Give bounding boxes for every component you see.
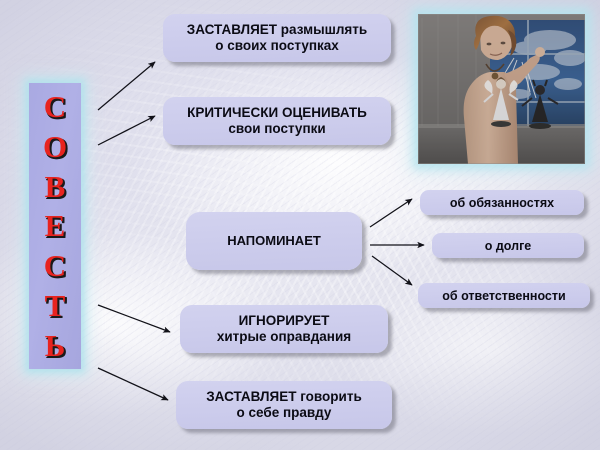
title-letter-1: С	[43, 89, 67, 125]
box-critically-evaluate-line2: свои поступки	[228, 121, 326, 136]
box-ignores-line2: хитрые оправдания	[216, 329, 352, 344]
arrow-title-to-ignores	[97, 304, 171, 333]
photo-young-man-with-puppets	[418, 14, 585, 164]
arrow-title-to-evaluate	[97, 115, 156, 146]
box-about-duties[interactable]: об обязанностях	[420, 190, 584, 215]
title-letter-5: С	[43, 248, 67, 284]
arrow-title-to-truth	[97, 367, 169, 401]
title-letter-2: О	[42, 129, 68, 165]
box-about-duties-label: об обязанностях	[449, 195, 555, 210]
photo-illustration	[418, 14, 585, 164]
box-about-responsibility[interactable]: об ответственности	[418, 283, 590, 308]
arrow-title-to-reflect	[97, 61, 156, 111]
title-letter-4: Е	[44, 208, 66, 244]
box-critically-evaluate[interactable]: КРИТИЧЕСКИ ОЦЕНИВАТЬ свои поступки	[163, 97, 391, 145]
title-letter-6: Т	[44, 287, 66, 323]
box-makes-reflect-line1: ЗАСТАВЛЯЕТ размышлять	[186, 22, 368, 38]
box-makes-reflect-line2: о своих поступках	[215, 38, 339, 53]
page-title-vertical-bar: С О В Е С Т Ь	[29, 83, 81, 369]
box-ignores-line1: ИГНОРИРУЕТ	[238, 313, 330, 329]
box-ignores[interactable]: ИГНОРИРУЕТ хитрые оправдания	[180, 305, 388, 353]
box-makes-reflect[interactable]: ЗАСТАВЛЯЕТ размышлять о своих поступках	[163, 14, 391, 62]
box-makes-tell-truth-line2: о себе правду	[236, 405, 332, 420]
title-letter-7: Ь	[44, 327, 66, 363]
box-makes-tell-truth-line1: ЗАСТАВЛЯЕТ говорить	[206, 389, 362, 405]
box-about-debt[interactable]: о долге	[432, 233, 584, 258]
box-about-debt-label: о долге	[484, 238, 532, 253]
arrow-reminds-to-responsibility	[371, 255, 413, 286]
arrow-reminds-to-duties	[369, 198, 413, 228]
box-reminds-label: НАПОМИНАЕТ	[227, 233, 321, 249]
box-about-responsibility-label: об ответственности	[442, 288, 566, 303]
box-critically-evaluate-line1: КРИТИЧЕСКИ ОЦЕНИВАТЬ	[187, 105, 367, 121]
box-reminds[interactable]: НАПОМИНАЕТ	[186, 212, 362, 270]
box-makes-tell-truth[interactable]: ЗАСТАВЛЯЕТ говорить о себе правду	[176, 381, 392, 429]
title-letter-3: В	[44, 168, 66, 204]
